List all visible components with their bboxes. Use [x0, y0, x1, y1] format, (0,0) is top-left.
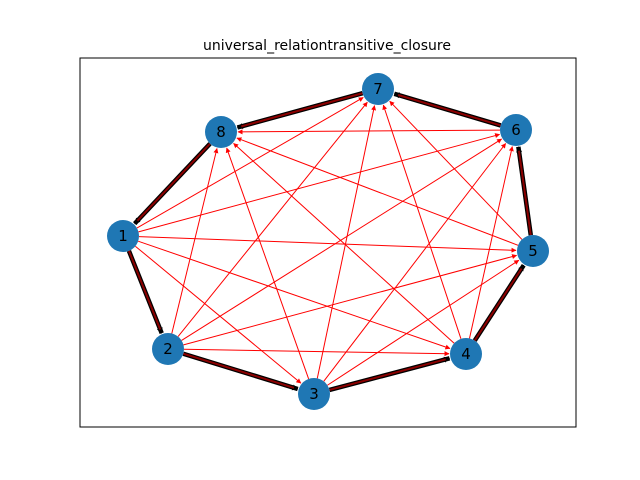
base-edge-6-7 — [397, 94, 501, 127]
node-label-4: 4 — [461, 345, 471, 363]
closure-edge-4-6 — [468, 146, 514, 339]
node-2 — [152, 333, 184, 365]
base-edge-2-3 — [182, 352, 295, 389]
closure-edge-3-5 — [327, 259, 520, 386]
node-label-5: 5 — [528, 242, 538, 260]
closure-edge-2-4 — [183, 348, 450, 357]
closure-edge-2-5 — [183, 254, 518, 346]
node-label-8: 8 — [216, 123, 226, 141]
closure-edge-3-7 — [316, 105, 377, 379]
closure-edges — [135, 97, 523, 386]
node-label-2: 2 — [163, 340, 173, 358]
base-edge-1-2 — [127, 250, 162, 330]
base-edge-8-1 — [136, 142, 211, 222]
closure-edge-2-6 — [181, 138, 503, 341]
base-edge-3-4 — [329, 358, 446, 391]
closure-edge-3-6 — [323, 143, 507, 382]
plot-frame — [79, 57, 577, 428]
base-edge-4-5 — [473, 268, 523, 342]
node-label-3: 3 — [309, 385, 319, 403]
base-edge-5-6 — [517, 150, 532, 236]
closure-edge-4-8 — [233, 143, 455, 344]
closure-edge-5-7 — [389, 100, 523, 240]
closure-edge-3-8 — [225, 147, 310, 380]
closure-edge-2-7 — [177, 101, 368, 337]
node-1 — [107, 220, 139, 252]
node-8 — [205, 116, 237, 148]
closure-edge-1-4 — [137, 240, 451, 350]
closure-edge-5-8 — [236, 137, 519, 246]
base-edges — [126, 91, 534, 393]
closure-edge-1-3 — [135, 245, 302, 384]
closure-edge-4-7 — [382, 104, 462, 339]
node-4 — [450, 338, 482, 370]
node-7 — [362, 73, 394, 105]
node-6 — [500, 114, 532, 146]
closure-edge-6-8 — [237, 129, 501, 135]
chart-title: universal_relationtransitive_closure — [203, 38, 451, 54]
node-3 — [298, 378, 330, 410]
node-label-1: 1 — [118, 227, 128, 245]
node-label-6: 6 — [511, 121, 521, 139]
closure-edge-1-5 — [138, 236, 517, 253]
nodes: 1 2 3 4 5 6 7 8 — [107, 73, 549, 410]
closure-edge-1-6 — [138, 133, 501, 233]
node-5 — [517, 235, 549, 267]
closure-edge-2-8 — [171, 148, 219, 334]
closure-edge-1-7 — [136, 97, 364, 229]
node-label-7: 7 — [373, 80, 383, 98]
base-edge-7-8 — [240, 92, 363, 128]
